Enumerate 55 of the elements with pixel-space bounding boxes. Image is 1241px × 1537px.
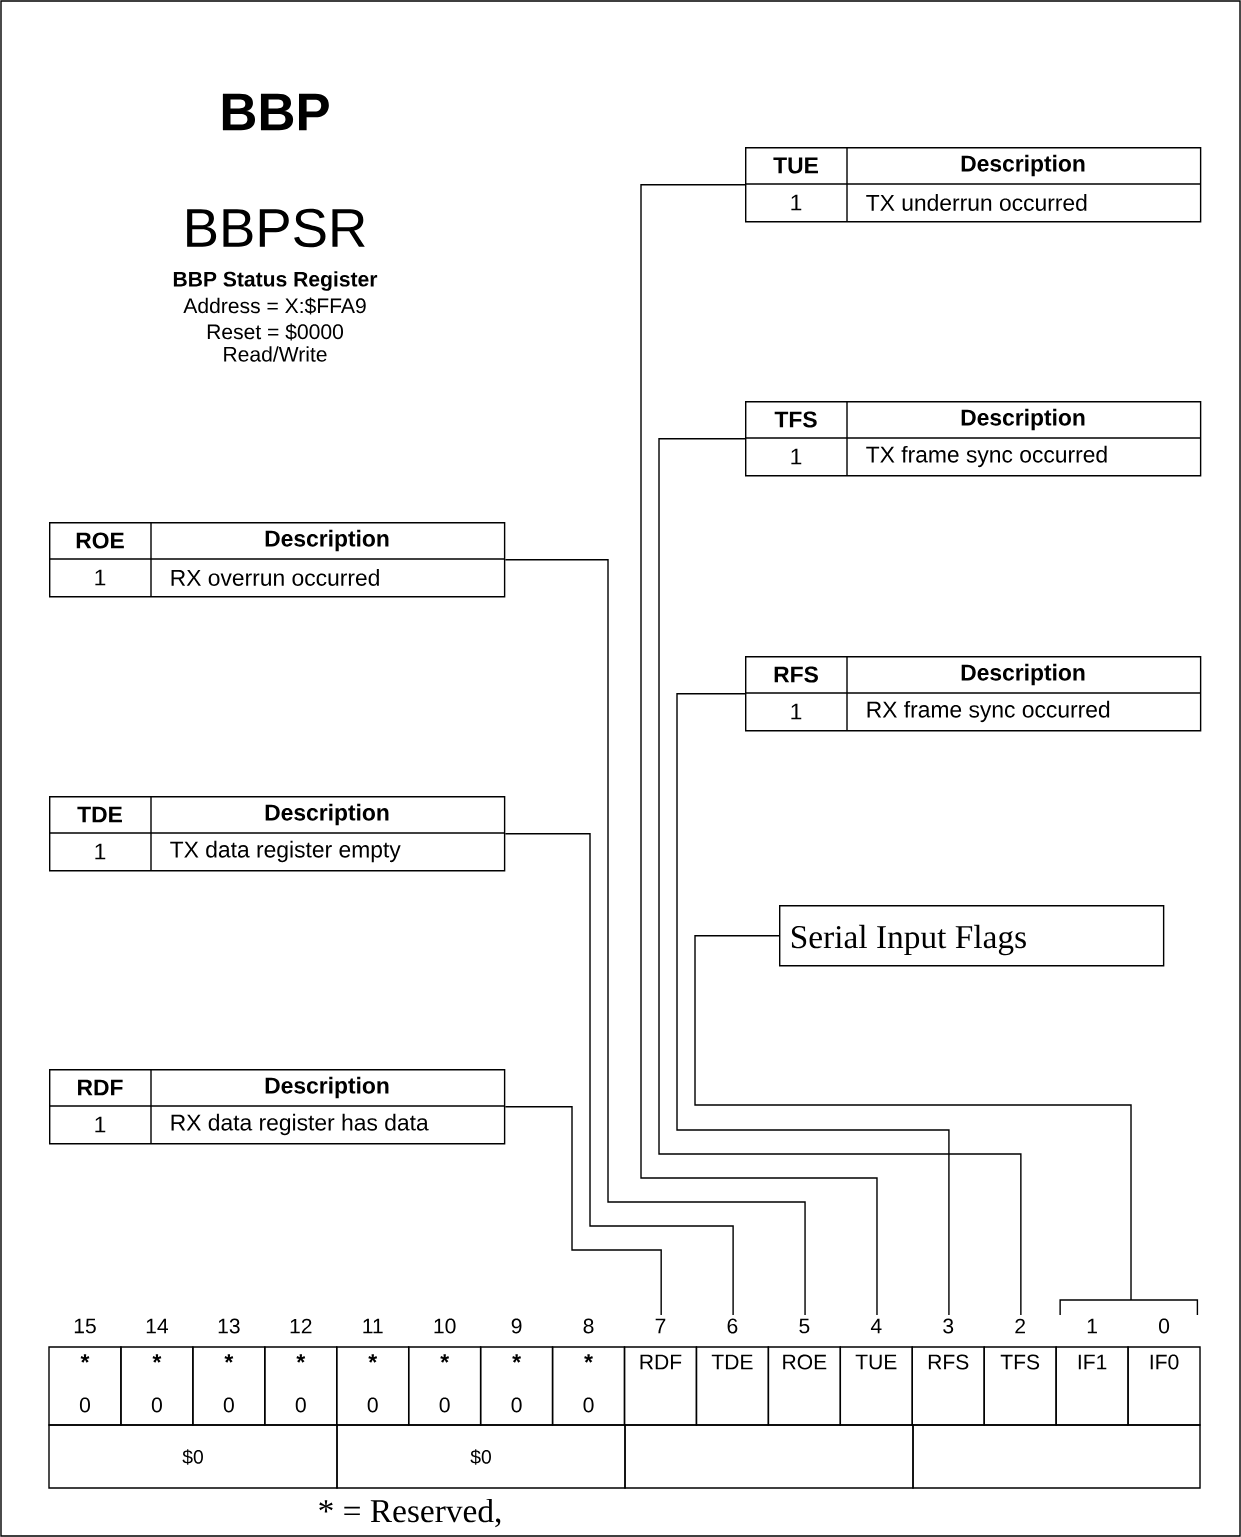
register-bit-cell: 1 IF1 bbox=[1055, 1318, 1129, 1426]
leader-line bbox=[504, 559, 806, 1316]
description-table: RDF Description 1 RX data register has data bbox=[48, 1068, 506, 1145]
node-label: 15 bbox=[74, 1318, 96, 1334]
leader-line bbox=[676, 693, 950, 1316]
leader-line bbox=[658, 438, 1022, 1316]
register-bit-cell: 5 ROE bbox=[767, 1318, 842, 1426]
register-bit-cell: 10 * 0 bbox=[408, 1318, 482, 1426]
node-label: 12 bbox=[290, 1318, 312, 1334]
field-value: $0 bbox=[182, 1449, 203, 1465]
register-bit-cell: 8 * 0 bbox=[551, 1318, 626, 1426]
leader-line bbox=[504, 1106, 662, 1316]
register-bit-cell: 9 * 0 bbox=[479, 1318, 554, 1426]
node-label: 5 bbox=[799, 1318, 810, 1334]
register-bit-cell: 7 RDF bbox=[623, 1318, 698, 1426]
node-label: 9 bbox=[511, 1318, 522, 1334]
title: BBP bbox=[222, 93, 329, 131]
leader-line bbox=[640, 184, 878, 1316]
register-bit-cell: 6 TDE bbox=[695, 1318, 770, 1426]
node-label: 8 bbox=[583, 1318, 594, 1334]
register-bit-cell: 4 TUE bbox=[839, 1318, 913, 1426]
label-box: Serial Input Flags bbox=[779, 905, 1165, 967]
register-title: BBP Status Register bbox=[173, 271, 378, 291]
node-label: 14 bbox=[146, 1318, 169, 1334]
node-label: 0 bbox=[1159, 1318, 1170, 1334]
description-table: TDE Description 1 TX data register empty bbox=[48, 795, 506, 872]
register-name: BBPSR bbox=[187, 208, 365, 248]
description-table: RFS Description 1 RX frame sync occurred bbox=[744, 655, 1202, 732]
access-text: Read/Write bbox=[224, 346, 327, 362]
register-bit-cell: 12 * 0 bbox=[264, 1318, 338, 1426]
description-table: ROE Description 1 RX overrun occurred bbox=[48, 521, 506, 598]
description-table: TUE Description 1 TX underrun occurred bbox=[744, 146, 1202, 223]
node-label: 1 bbox=[1087, 1318, 1097, 1334]
description-table: TFS Description 1 TX frame sync occurred bbox=[744, 400, 1202, 477]
node-label: 6 bbox=[727, 1318, 738, 1334]
leader-line bbox=[504, 833, 734, 1316]
register-bit-cell: 14 * 0 bbox=[120, 1318, 194, 1426]
leader-line bbox=[694, 935, 1199, 1316]
footnote: * = Reserved, bbox=[319, 1498, 501, 1528]
register-bit-cell: 15 * 0 bbox=[48, 1318, 122, 1426]
register-bit-cell: 13 * 0 bbox=[192, 1318, 266, 1426]
node-label: 3 bbox=[943, 1318, 954, 1334]
node-label: 10 bbox=[434, 1318, 456, 1334]
register-bit-cell: 0 IF0 bbox=[1127, 1318, 1201, 1426]
node-label: 2 bbox=[1015, 1318, 1025, 1334]
node-label: 4 bbox=[870, 1318, 882, 1334]
address-text: Address = X:$FFA9 bbox=[183, 297, 366, 315]
node-label: 11 bbox=[363, 1318, 383, 1334]
register-bit-cell: 11 * 0 bbox=[336, 1318, 410, 1426]
node-label: 7 bbox=[655, 1318, 666, 1334]
node-label: 13 bbox=[218, 1318, 240, 1334]
register-bit-cell: 3 RFS bbox=[911, 1318, 985, 1426]
field-value: $0 bbox=[470, 1449, 491, 1465]
reset-text: Reset = $0000 bbox=[207, 323, 343, 341]
register-bit-cell: 2 TFS bbox=[983, 1318, 1057, 1426]
